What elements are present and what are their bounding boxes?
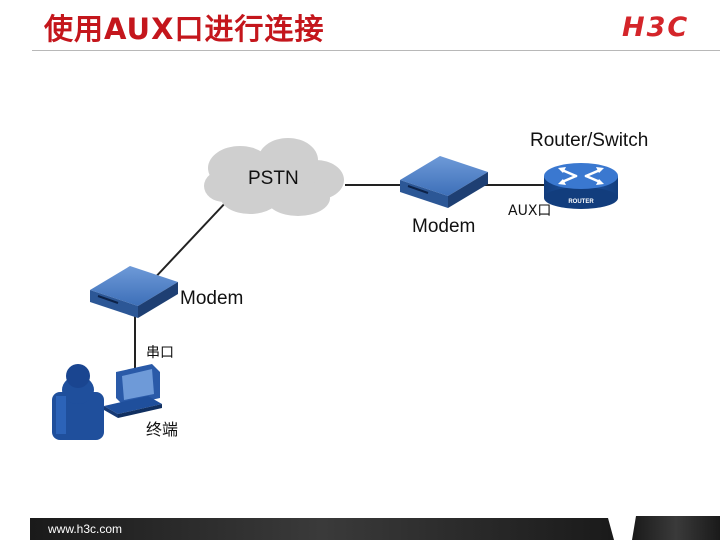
link-pstn-modem-left xyxy=(149,199,229,284)
title-divider xyxy=(32,50,720,51)
router-badge-text: ROUTER xyxy=(568,199,594,205)
computer-icon xyxy=(104,364,162,418)
footer-bar xyxy=(30,516,720,540)
h3c-logo: H3C xyxy=(622,12,690,43)
terminal-label: 终端 xyxy=(146,420,179,439)
modem-left-icon xyxy=(90,266,178,318)
serial-port-label: 串口 xyxy=(146,345,174,361)
router-icon xyxy=(544,163,618,209)
user-icon xyxy=(52,364,104,440)
modem-right-label: Modem xyxy=(412,216,476,237)
slide-title: 使用AUX口进行连接 xyxy=(44,12,325,46)
footer-url: www.h3c.com xyxy=(48,522,123,536)
router-label: Router/Switch xyxy=(530,130,649,151)
modem-right-icon xyxy=(400,156,488,208)
pstn-label: PSTN xyxy=(248,168,299,189)
pstn-cloud-icon xyxy=(204,138,344,216)
modem-left-label: Modem xyxy=(180,288,244,309)
aux-port-label: AUX口 xyxy=(508,203,552,219)
